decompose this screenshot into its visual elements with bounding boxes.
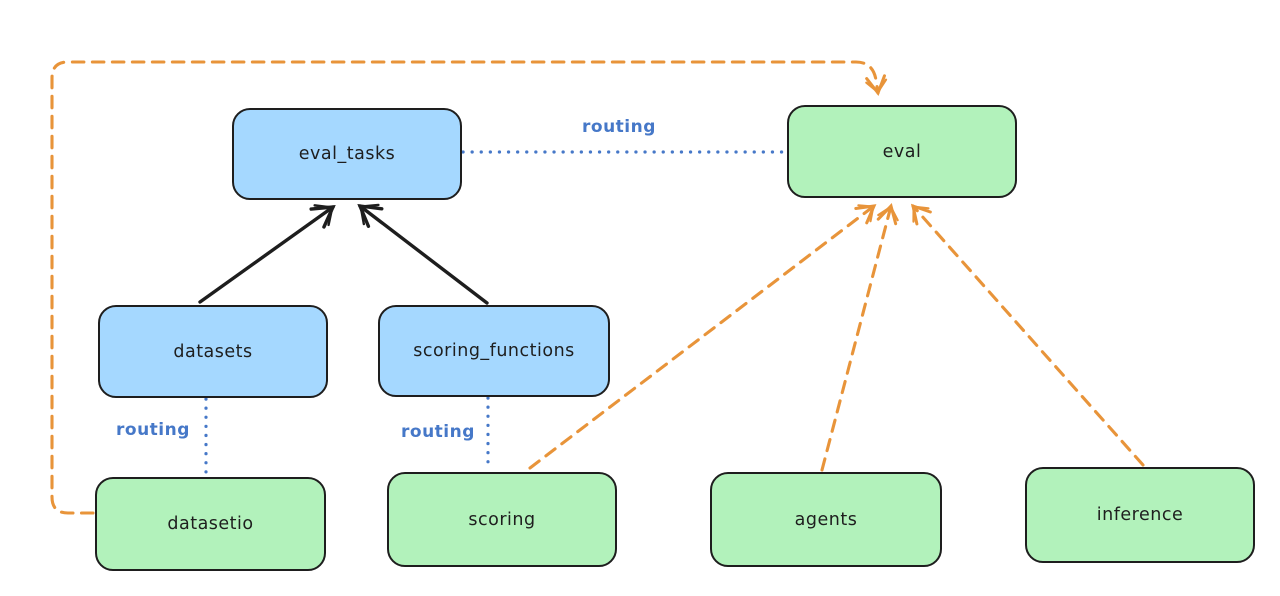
node-datasets-label: datasets	[173, 341, 253, 362]
node-eval-tasks-label: eval_tasks	[298, 144, 396, 164]
node-scoring-functions: scoring_functions	[378, 305, 610, 397]
edge-scoring-functions-to-eval-tasks	[357, 203, 489, 305]
edge-datasetio-to-eval	[50, 60, 888, 515]
edge-label-routing-scoring-functions-scoring: routing	[401, 422, 475, 442]
node-scoring-functions-label: scoring_functions	[413, 341, 575, 361]
edge-label-routing-eval-tasks-eval: routing	[582, 117, 656, 137]
edge-label-routing-datasets-datasetio: routing	[116, 420, 190, 440]
node-agents-label: agents	[794, 509, 858, 530]
node-datasetio: datasetio	[95, 477, 326, 571]
edge-datasets-to-eval-tasks	[198, 204, 336, 304]
edge-agents-to-eval	[820, 203, 899, 472]
node-inference: inference	[1025, 467, 1255, 563]
node-inference-label: inference	[1096, 505, 1184, 525]
node-datasets: datasets	[98, 305, 328, 398]
node-eval-label: eval	[882, 141, 922, 162]
node-scoring: scoring	[387, 472, 617, 567]
node-datasetio-label: datasetio	[167, 514, 254, 534]
node-scoring-label: scoring	[468, 509, 536, 530]
edge-scoring-to-eval	[528, 204, 877, 470]
node-eval-tasks: eval_tasks	[232, 108, 462, 200]
node-agents: agents	[710, 472, 942, 567]
edge-inference-to-eval	[910, 203, 1145, 467]
node-eval: eval	[787, 105, 1017, 198]
